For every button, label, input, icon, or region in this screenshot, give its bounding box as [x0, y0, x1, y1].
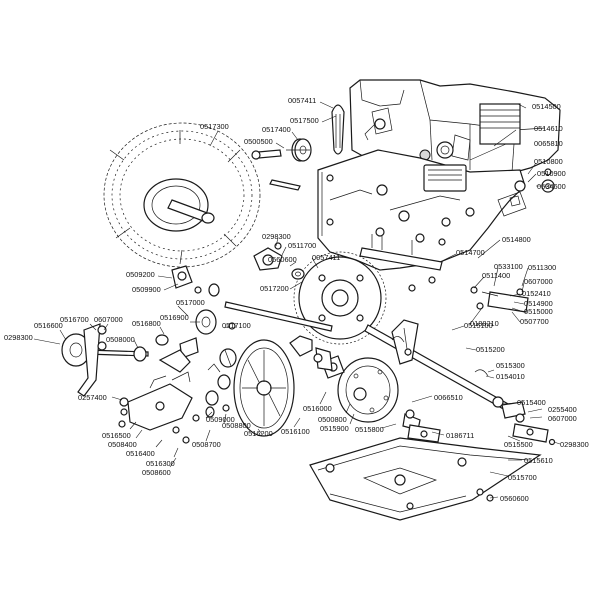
part-label: 0516100: [281, 427, 310, 436]
part-label: 0509900: [132, 285, 161, 294]
part-label: 0516500: [102, 431, 131, 440]
base-plate: [309, 437, 542, 521]
part-label: 0154010: [496, 372, 525, 381]
part-label: 0517200: [260, 284, 289, 293]
part-label: 0298300: [4, 333, 33, 342]
part-label: 0515700: [508, 473, 537, 482]
part-label: 0188210: [470, 319, 499, 328]
part-label: 0515300: [496, 361, 525, 370]
part-label: 0516200: [244, 429, 273, 438]
part-label: 0516700: [60, 315, 89, 324]
belt-pulleys: [251, 104, 386, 162]
part-label: 0515000: [524, 307, 553, 316]
part-label: 0509000: [206, 415, 235, 424]
part-label: 0515900: [320, 424, 349, 433]
part-label: 0515800: [355, 425, 384, 434]
part-label: 0500800: [318, 415, 347, 424]
part-label: 0514500: [532, 102, 561, 111]
part-label: 0298300: [262, 232, 291, 241]
part-label: 0516400: [126, 449, 155, 458]
sprocket-gear: [293, 251, 387, 345]
part-label: 0257400: [78, 393, 107, 402]
part-label: 0508600: [142, 468, 171, 477]
part-label: 0517000: [176, 298, 205, 307]
part-label: 0508800: [222, 421, 251, 430]
part-label: 0511300: [528, 263, 557, 272]
part-label: 0510900: [537, 169, 566, 178]
part-label: 0508400: [108, 440, 137, 449]
part-label: 0510800: [534, 157, 563, 166]
frame-plate: [317, 149, 527, 271]
part-label: 0515610: [524, 456, 553, 465]
part-label: 0065810: [534, 139, 563, 148]
part-label: 0186711: [446, 431, 475, 440]
part-label: 0514800: [502, 235, 531, 244]
part-label: 0517400: [262, 125, 291, 134]
part-label: 0534600: [537, 182, 566, 191]
part-label: 0560600: [500, 494, 529, 503]
lower-housing: [321, 355, 556, 446]
part-label: 0516800: [132, 319, 161, 328]
part-label: 0507700: [520, 317, 549, 326]
part-label: 0511700: [288, 241, 317, 250]
part-label: 0500500: [244, 137, 273, 146]
part-label: 0508700: [192, 440, 221, 449]
part-label: 0509200: [126, 270, 155, 279]
part-label: 0533100: [494, 262, 523, 271]
engine-assembly: [349, 79, 561, 176]
part-label: 0514700: [456, 248, 485, 257]
part-label: 0514900: [524, 299, 553, 308]
part-label: 0511400: [482, 271, 511, 280]
part-label: 0508000: [106, 335, 135, 344]
part-label: 0516900: [160, 313, 189, 322]
part-label: 0057411: [312, 253, 341, 262]
part-label: 0152410: [522, 289, 551, 298]
part-label: 0517100: [222, 321, 251, 330]
part-label: 0516600: [34, 321, 63, 330]
part-label: 0560600: [268, 255, 297, 264]
part-label: 0057411: [288, 96, 317, 105]
part-label: 0515100: [464, 321, 493, 330]
part-label: 0516300: [146, 459, 175, 468]
part-label: 0515500: [504, 440, 533, 449]
auger-wheel: [103, 122, 261, 268]
part-label: 0607000: [548, 414, 577, 423]
part-label: 0298300: [560, 440, 589, 449]
part-label: 0255400: [548, 405, 577, 414]
part-label: 0514610: [534, 124, 563, 133]
part-label: 0517500: [290, 116, 319, 125]
part-label: 0517300: [200, 122, 229, 131]
part-label: 0515400: [517, 398, 546, 407]
part-label: 0516000: [303, 404, 332, 413]
leader-lines: [33, 101, 561, 499]
right-linkage: [359, 168, 555, 377]
part-label: 0607000: [94, 315, 123, 324]
part-label: 0515200: [476, 345, 505, 354]
part-label: 0066510: [434, 393, 463, 402]
part-label: 0607000: [524, 277, 553, 286]
left-assembly: [61, 242, 333, 444]
